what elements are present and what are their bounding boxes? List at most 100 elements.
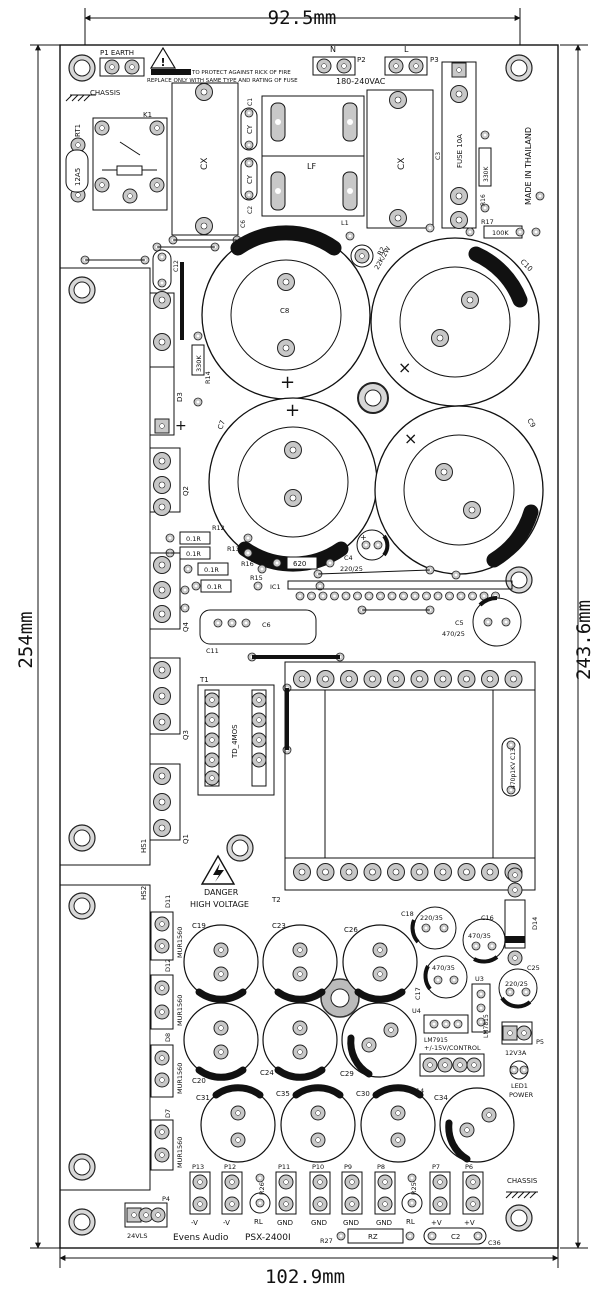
connector-p2: N P2 — [312, 45, 366, 76]
p11-label: P11 — [278, 1163, 290, 1171]
r16-value: 330K — [483, 166, 490, 182]
brand-label: Evens Audio — [173, 1233, 229, 1243]
p9-label: P9 — [344, 1163, 352, 1171]
c13-label: C13 — [510, 748, 517, 760]
svg-text:+: + — [285, 400, 300, 421]
dimension-left: 254mm — [15, 44, 60, 1249]
p7-net: +V — [431, 1219, 442, 1227]
r13-value: 0.1R — [186, 550, 201, 558]
dimension-right: 243.6mm — [560, 44, 595, 1249]
l-label: L — [404, 45, 409, 54]
svg-text:+: + — [280, 372, 295, 393]
capacitor-c34: C34 — [434, 1087, 515, 1163]
capacitor-c12: C12 — [152, 249, 180, 291]
cy1-label: CY — [246, 124, 254, 134]
c30-label: C30 — [356, 1090, 370, 1098]
capacitor-c5: C5 470/25 — [442, 595, 522, 647]
fire-warning-line2: REPLACE ONLY WITH SAME TYPE AND RATING O… — [147, 78, 298, 84]
r15-label: R15 — [250, 574, 263, 582]
resistor-bank: 0.1R R12 0.1R R13 0.1R R16 0.1R R15 — [165, 524, 267, 593]
r25-label: R25 — [410, 1182, 418, 1195]
transistor-q4: Q4 — [149, 552, 190, 632]
c12-label: C12 — [173, 260, 180, 272]
r12-value: 0.1R — [186, 535, 201, 543]
d12-label: D12 — [164, 959, 172, 972]
capacitor-c4: + C4 220/25 — [340, 529, 390, 573]
rt1-label: RT1 — [74, 124, 82, 137]
capacitor-cx-1: CX C6 — [171, 82, 247, 236]
hs2-label: HS2 — [140, 886, 148, 900]
dimension-top: 92.5mm — [84, 7, 521, 45]
capacitor-c31: C31 — [196, 1084, 276, 1163]
cy2-label: CY — [246, 174, 254, 184]
svg-text:×: × — [398, 358, 411, 377]
relay-k1: K1 — [92, 111, 168, 211]
r27-label: R27 — [320, 1237, 333, 1245]
d14-label: D14 — [531, 917, 539, 930]
resistor-r2: R2 22K/2W — [350, 244, 393, 271]
hv-label: HIGH VOLTAGE — [190, 900, 249, 909]
c5-label: C5 — [455, 619, 464, 627]
resistor-r14: 330K R14 — [191, 331, 212, 407]
regulator-u3: U3 LM7815 — [471, 975, 491, 1038]
capacitor-cy-2: CY C2 — [240, 157, 258, 214]
c11-label: C11 — [206, 647, 219, 655]
cx1-label: CX — [200, 158, 210, 170]
diode-d11: D11 MUR1560 — [150, 895, 184, 961]
fire-warning-line1: TO PROTECT AGAINST RICK OF FIRE — [191, 70, 291, 76]
c16-value: 470/35 — [468, 932, 491, 940]
c9-label: C9 — [525, 417, 537, 429]
capacitor-c13: 470p1KV C13 — [501, 737, 521, 797]
thermistor-rt1: 12A5 RT1 — [65, 124, 89, 203]
c19-label: C19 — [192, 922, 206, 930]
capacitor-c19: C19 — [183, 922, 259, 1003]
c4-label: C4 — [344, 554, 353, 562]
t1-label: T1 — [199, 676, 209, 684]
capacitor-c10: C10 × — [370, 237, 540, 407]
c20-label: C20 — [192, 1077, 206, 1085]
c13-value: 470p1KV — [510, 761, 517, 789]
p2-label: P2 — [357, 56, 366, 64]
r2-label: R2 — [376, 246, 387, 257]
c6-label: C6 — [240, 220, 247, 228]
capacitor-c17: 470/35 C17 — [414, 955, 468, 1000]
transistor-q2: Q2 — [149, 447, 190, 516]
c35-label: C35 — [276, 1090, 290, 1098]
c5-value: 470/25 — [442, 630, 465, 638]
connector-p7: P7+V — [429, 1163, 451, 1227]
ic1: IC1 — [270, 580, 513, 601]
p6-net: +V — [464, 1219, 475, 1227]
p10-net: GND — [311, 1219, 327, 1227]
q1-label: Q1 — [182, 834, 190, 844]
transformer-t1: TD_4MOS T1 — [197, 676, 275, 796]
connector-p6: P6+V — [462, 1163, 484, 1227]
vac-label: 180-240VAC — [336, 77, 386, 86]
capacitor-c6-mid: C6 C11 — [199, 609, 317, 655]
c2-bottom-label: C2 — [451, 1233, 460, 1241]
dim-bottom-label: 102.9mm — [265, 1266, 345, 1288]
p4-value: 24VLS — [127, 1232, 147, 1240]
r26-label: R26 — [258, 1182, 266, 1195]
connector-p12: P12-V — [221, 1163, 243, 1227]
k1-label: K1 — [143, 111, 152, 119]
r26-rl: RL — [254, 1218, 263, 1226]
c25-label: C25 — [527, 964, 540, 972]
connector-p4: P4 24VLS — [124, 1195, 170, 1240]
connector-p13: P13-V — [189, 1163, 211, 1227]
transistor-q1: Q1 — [149, 763, 190, 844]
capacitor-c29: C29 — [340, 1002, 417, 1078]
p5-label: P5 — [536, 1038, 544, 1046]
r3-label: R3 — [262, 558, 271, 566]
n-label: N — [330, 45, 336, 54]
resistor-rz: RZ R27 — [320, 1228, 415, 1245]
connector-p3: L P3 — [384, 45, 439, 76]
danger-label: DANGER — [204, 888, 239, 897]
r16b-label: R16 — [241, 560, 254, 568]
d11-label: D11 — [164, 895, 172, 908]
